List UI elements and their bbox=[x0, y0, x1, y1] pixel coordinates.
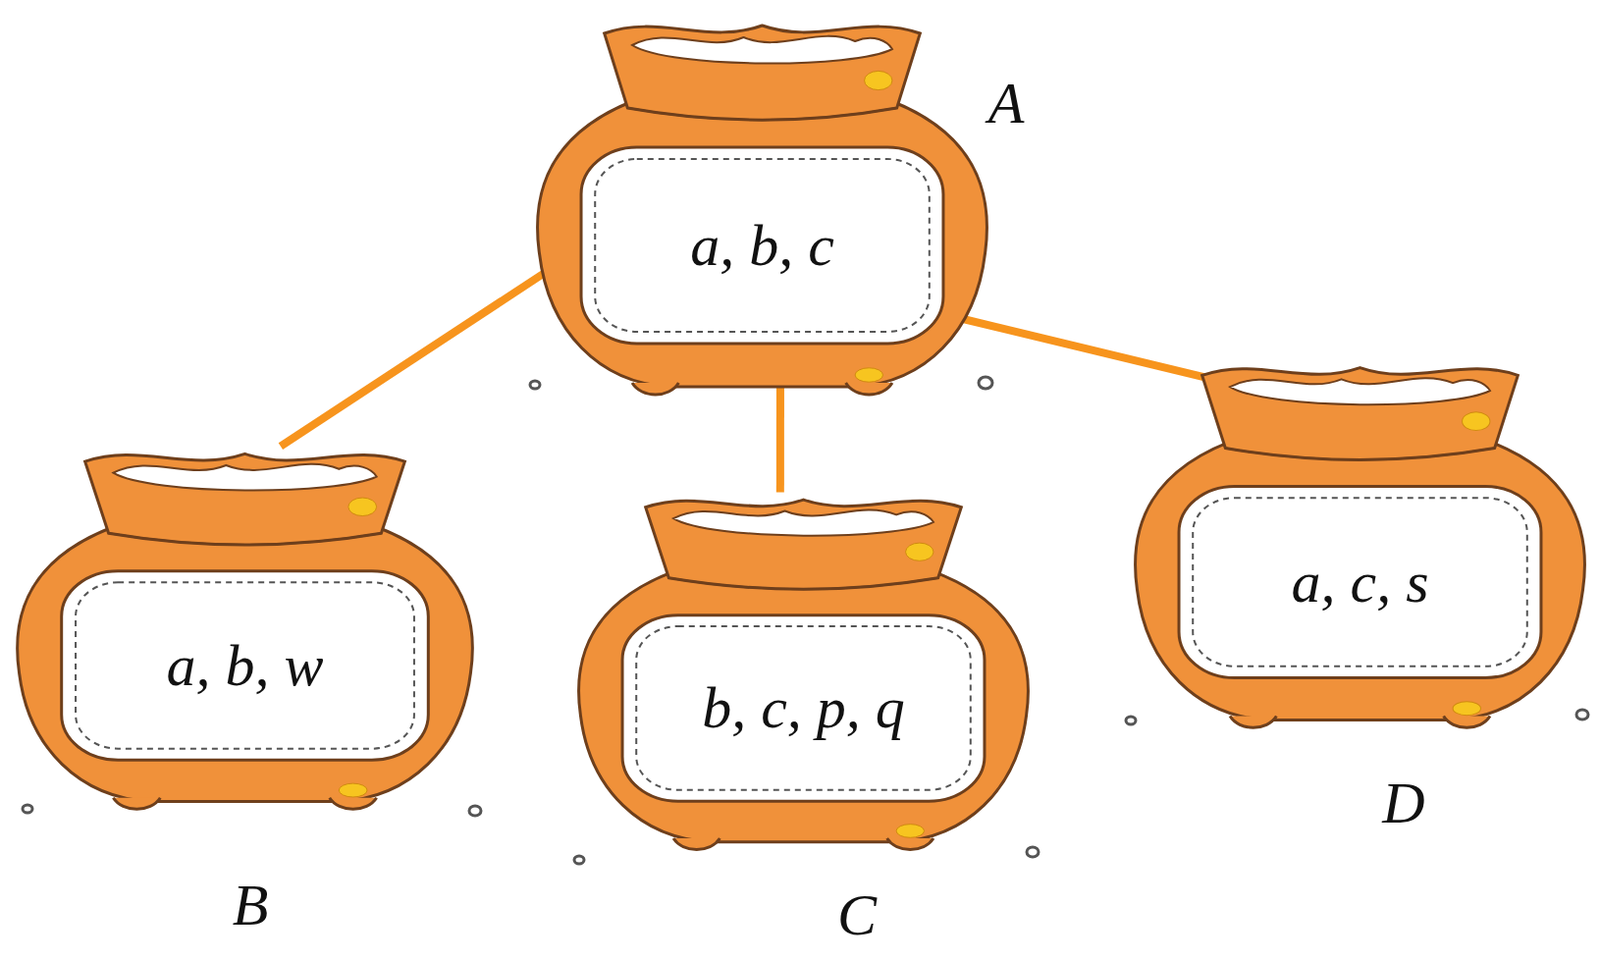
sack-tie bbox=[108, 533, 382, 545]
sack-content-box: a, b, c bbox=[594, 159, 930, 332]
set-elements: a, b, c bbox=[690, 213, 835, 278]
sack-node: b, c, p, qC bbox=[571, 484, 1036, 857]
sack-body bbox=[537, 96, 988, 387]
sack-body bbox=[1135, 436, 1586, 721]
connector-line bbox=[776, 374, 785, 493]
sack-illustration bbox=[9, 438, 480, 817]
set-elements: a, b, w bbox=[165, 633, 323, 698]
sack-letter-box: C bbox=[837, 882, 877, 948]
sack-tie bbox=[1225, 448, 1494, 461]
sack-neck bbox=[645, 499, 962, 589]
sack-content-box: a, b, w bbox=[75, 582, 415, 748]
sack-node: a, b, wB bbox=[9, 438, 480, 817]
sack-letter-box: D bbox=[1382, 770, 1425, 836]
connector-line bbox=[280, 268, 551, 447]
sack-letter: D bbox=[1382, 770, 1425, 836]
set-elements: a, c, s bbox=[1291, 549, 1430, 615]
sack-opening bbox=[673, 509, 934, 535]
sack-spiral bbox=[864, 70, 893, 90]
sack-spiral bbox=[854, 368, 883, 382]
sack-neck bbox=[85, 453, 406, 544]
sack-label-patch bbox=[61, 571, 429, 761]
sack-content-box: b, c, p, q bbox=[636, 626, 971, 791]
sack-feet bbox=[1229, 716, 1491, 729]
sack-spiral bbox=[906, 542, 934, 561]
sack-node: a, c, sD bbox=[1127, 352, 1593, 736]
sack-spiral bbox=[338, 783, 368, 798]
sack-label-patch bbox=[1178, 486, 1542, 679]
sack-label-patch bbox=[581, 147, 944, 344]
sack-letter-box: A bbox=[988, 70, 1025, 136]
sack-letter: C bbox=[837, 882, 877, 948]
sack-feet bbox=[112, 798, 376, 810]
set-elements: b, c, p, q bbox=[701, 675, 906, 741]
sack-label-patch bbox=[622, 615, 985, 802]
sack-tie bbox=[668, 578, 938, 589]
sack-opening bbox=[632, 36, 893, 64]
sack-feet bbox=[673, 838, 934, 850]
sack-feet bbox=[632, 382, 893, 395]
sack-spiral bbox=[1462, 412, 1491, 431]
sack-tie bbox=[627, 107, 897, 120]
sack-stitching bbox=[636, 626, 971, 791]
sack-opening bbox=[112, 464, 376, 491]
sack-body bbox=[17, 522, 474, 802]
sack-content-box: a, c, s bbox=[1192, 497, 1528, 667]
sack-illustration bbox=[530, 9, 995, 403]
sack-stitching bbox=[594, 159, 930, 332]
sack-spiral bbox=[1452, 701, 1481, 716]
sack-illustration bbox=[571, 484, 1036, 857]
sack-node: Aa, b, c bbox=[530, 9, 995, 403]
sack-stitching bbox=[1192, 497, 1528, 667]
sack-letter: A bbox=[988, 70, 1025, 136]
sack-neck bbox=[604, 25, 921, 120]
sack-body bbox=[579, 566, 1029, 842]
sack-spiral bbox=[896, 824, 924, 839]
sack-spiral bbox=[348, 497, 377, 516]
sack-stitching bbox=[75, 582, 415, 748]
sack-letter-box: B bbox=[232, 872, 269, 938]
sack-neck bbox=[1202, 368, 1519, 461]
sack-letter: B bbox=[232, 872, 269, 938]
sack-illustration bbox=[1127, 352, 1593, 736]
sack-opening bbox=[1229, 377, 1491, 405]
